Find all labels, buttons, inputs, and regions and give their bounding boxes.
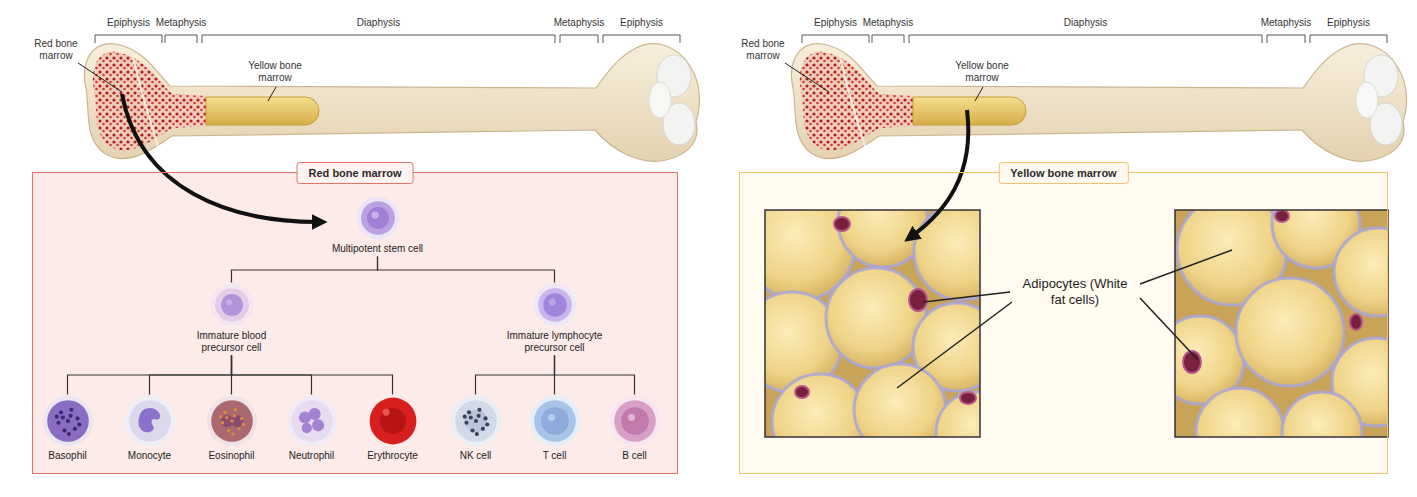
tree-connector xyxy=(232,257,378,283)
cell-icon xyxy=(210,283,254,327)
cell-node: Eosinophil xyxy=(199,395,265,462)
cell-node: B cell xyxy=(602,395,668,462)
cell-icon xyxy=(367,395,419,447)
cell-label: Immature lymphocyte precursor cell xyxy=(498,330,612,354)
cell-label: T cell xyxy=(522,450,588,462)
region-label: Diaphysis xyxy=(339,17,419,29)
fat-cell-image xyxy=(1175,210,1388,437)
marrow-label: Yellow bone marrow xyxy=(951,60,1013,84)
marrow-label: Red bone marrow xyxy=(27,38,85,62)
adipocyte-callout: Adipocytes (White fat cells) xyxy=(1012,274,1138,310)
fat-cell-image xyxy=(765,210,980,437)
long-bone xyxy=(791,44,1406,162)
cell-icon xyxy=(286,395,338,447)
tree-connector xyxy=(150,356,232,395)
marrow-panel: Yellow bone marrow xyxy=(739,172,1388,474)
region-brackets xyxy=(802,35,1387,43)
cell-node: NK cell xyxy=(443,395,509,462)
region-label: Epiphysis xyxy=(94,17,164,29)
cell-label: NK cell xyxy=(443,450,509,462)
cell-node: Erythrocyte xyxy=(360,395,426,462)
leader-line xyxy=(78,63,122,92)
panel-heading: Yellow bone marrow xyxy=(998,162,1128,184)
cell-label: B cell xyxy=(602,450,668,462)
cell-node: Immature blood precursor cell xyxy=(176,283,288,354)
tree-connector xyxy=(68,356,232,395)
region-label: Metaphysis xyxy=(1256,17,1316,29)
leader-line xyxy=(268,87,276,101)
cell-node: Neutrophil xyxy=(279,395,345,462)
cell-node: Multipotent stem cell xyxy=(321,196,435,255)
region-label: Epiphysis xyxy=(607,17,677,29)
cell-icon xyxy=(206,395,258,447)
marrow-panel: Red bone marrowMultipotent stem cellImma… xyxy=(32,172,678,474)
region-label: Diaphysis xyxy=(1046,17,1126,29)
tree-connector xyxy=(555,356,635,395)
cell-label: Monocyte xyxy=(117,450,183,462)
cell-label: Eosinophil xyxy=(199,450,265,462)
cell-icon xyxy=(42,395,94,447)
region-label: Epiphysis xyxy=(801,17,871,29)
leader-line xyxy=(897,250,1232,388)
leader-line xyxy=(975,87,983,101)
cell-node: Monocyte xyxy=(117,395,183,462)
panel-heading: Red bone marrow xyxy=(297,162,414,184)
cell-icon xyxy=(609,395,661,447)
cell-icon xyxy=(533,283,577,327)
tree-connector xyxy=(378,257,555,283)
region-label: Epiphysis xyxy=(1314,17,1384,29)
cell-label: Multipotent stem cell xyxy=(321,243,435,255)
cell-icon xyxy=(124,395,176,447)
tree-connector xyxy=(232,356,393,395)
region-brackets xyxy=(95,35,680,43)
panel-ground xyxy=(32,172,678,474)
curved-arrow xyxy=(912,110,968,236)
panel-ground xyxy=(739,172,1388,474)
curved-arrow xyxy=(122,94,318,222)
cell-node: Basophil xyxy=(35,395,101,462)
cell-node: Immature lymphocyte precursor cell xyxy=(498,283,612,354)
cell-icon xyxy=(529,395,581,447)
cell-label: Basophil xyxy=(35,450,101,462)
tree-connector xyxy=(476,356,555,395)
region-label: Metaphysis xyxy=(549,17,609,29)
cell-label: Immature blood precursor cell xyxy=(176,330,288,354)
region-label: Metaphysis xyxy=(151,17,211,29)
marrow-label: Yellow bone marrow xyxy=(244,60,306,84)
marrow-label: Red bone marrow xyxy=(734,38,792,62)
cell-node: T cell xyxy=(522,395,588,462)
cell-icon xyxy=(356,196,400,240)
cell-label: Neutrophil xyxy=(279,450,345,462)
cell-icon xyxy=(450,395,502,447)
long-bone xyxy=(84,44,699,162)
region-label: Metaphysis xyxy=(858,17,918,29)
cell-label: Erythrocyte xyxy=(360,450,426,462)
leader-line xyxy=(785,63,829,92)
